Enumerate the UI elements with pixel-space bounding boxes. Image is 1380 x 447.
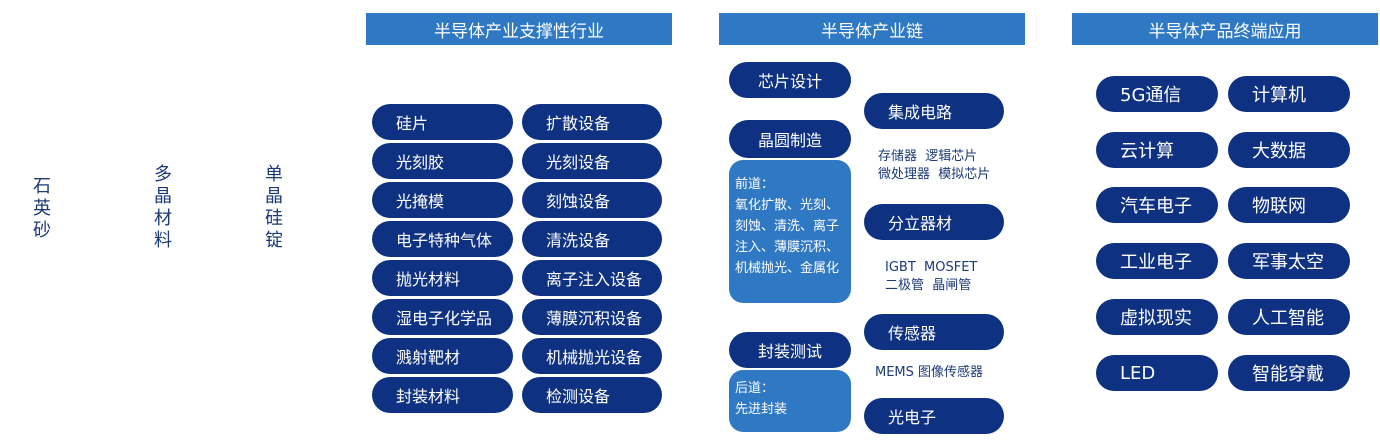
support-material-item: 湿电子化学品 [372, 299, 513, 335]
chain-integrated-circuit: 集成电路 [864, 93, 1004, 129]
raw-material-quartz-sand: 石英砂 [33, 176, 51, 241]
discrete-detail-line: IGBT MOSFET [885, 260, 978, 275]
chain-front-end-box: 前道： 氧化扩散、光刻、 刻蚀、清洗、离子 注入、薄膜沉积、 机械抛光、金属化 [729, 160, 851, 303]
application-item: 5G通信 [1096, 76, 1218, 112]
chain-discrete-device: 分立器材 [864, 204, 1004, 240]
application-item: 智能穿戴 [1228, 355, 1350, 391]
front-end-process-line: 刻蚀、清洗、离子 [735, 219, 840, 234]
raw-material-silicon-ingot: 单晶硅锭 [265, 164, 283, 251]
ic-detail-line: 存储器 逻辑芯片 [878, 149, 978, 164]
header-industry-chain: 半导体产业链 [719, 13, 1025, 45]
chain-packaging-testing: 封装测试 [729, 332, 851, 368]
header-support-industries: 半导体产业支撑性行业 [366, 13, 672, 45]
back-end-title: 后道： [735, 381, 775, 396]
chain-back-end-box: 后道： 先进封装 [729, 370, 851, 432]
support-material-item: 硅片 [372, 104, 513, 140]
front-end-title: 前道： [735, 177, 775, 192]
application-item: 物联网 [1228, 187, 1350, 223]
support-material-item: 抛光材料 [372, 260, 513, 296]
application-item: LED [1096, 355, 1218, 391]
discrete-detail-line: 二极管 晶闸管 [885, 278, 972, 293]
application-item: 人工智能 [1228, 299, 1350, 335]
support-material-item: 封装材料 [372, 377, 513, 413]
application-item: 虚拟现实 [1096, 299, 1218, 335]
support-equipment-item: 光刻设备 [522, 143, 662, 179]
ic-detail-line: 微处理器 模拟芯片 [878, 167, 991, 182]
support-material-item: 溅射靶材 [372, 338, 513, 374]
chain-chip-design: 芯片设计 [729, 62, 851, 98]
application-item: 军事太空 [1228, 243, 1350, 279]
chain-optoelectronics: 光电子 [864, 398, 1004, 434]
chain-sensor: 传感器 [864, 314, 1004, 350]
back-end-process-line: 先进封装 [735, 402, 788, 417]
front-end-process-line: 氧化扩散、光刻、 [735, 198, 840, 213]
header-end-applications: 半导体产品终端应用 [1072, 13, 1378, 45]
raw-material-polysilicon: 多晶材料 [154, 164, 172, 251]
front-end-process-line: 机械抛光、金属化 [735, 261, 840, 276]
support-material-item: 光刻胶 [372, 143, 513, 179]
application-item: 云计算 [1096, 132, 1218, 168]
support-equipment-item: 机械抛光设备 [522, 338, 662, 374]
chain-wafer-manufacturing: 晶圆制造 [729, 120, 851, 158]
support-material-item: 光掩模 [372, 182, 513, 218]
application-item: 工业电子 [1096, 243, 1218, 279]
support-equipment-item: 刻蚀设备 [522, 182, 662, 218]
support-material-item: 电子特种气体 [372, 221, 513, 257]
front-end-process-line: 注入、薄膜沉积、 [735, 240, 840, 255]
application-item: 大数据 [1228, 132, 1350, 168]
header-support-label: 半导体产业支撑性行业 [434, 21, 604, 42]
sensor-detail-line: MEMS 图像传感器 [875, 365, 984, 380]
support-equipment-item: 扩散设备 [522, 104, 662, 140]
chain-connector [786, 98, 792, 104]
support-equipment-item: 离子注入设备 [522, 260, 662, 296]
header-chain-label: 半导体产业链 [821, 21, 923, 42]
support-equipment-item: 清洗设备 [522, 221, 662, 257]
support-equipment-item: 检测设备 [522, 377, 662, 413]
support-equipment-item: 薄膜沉积设备 [522, 299, 662, 335]
application-item: 汽车电子 [1096, 187, 1218, 223]
header-apps-label: 半导体产品终端应用 [1148, 21, 1302, 42]
application-item: 计算机 [1228, 76, 1350, 112]
